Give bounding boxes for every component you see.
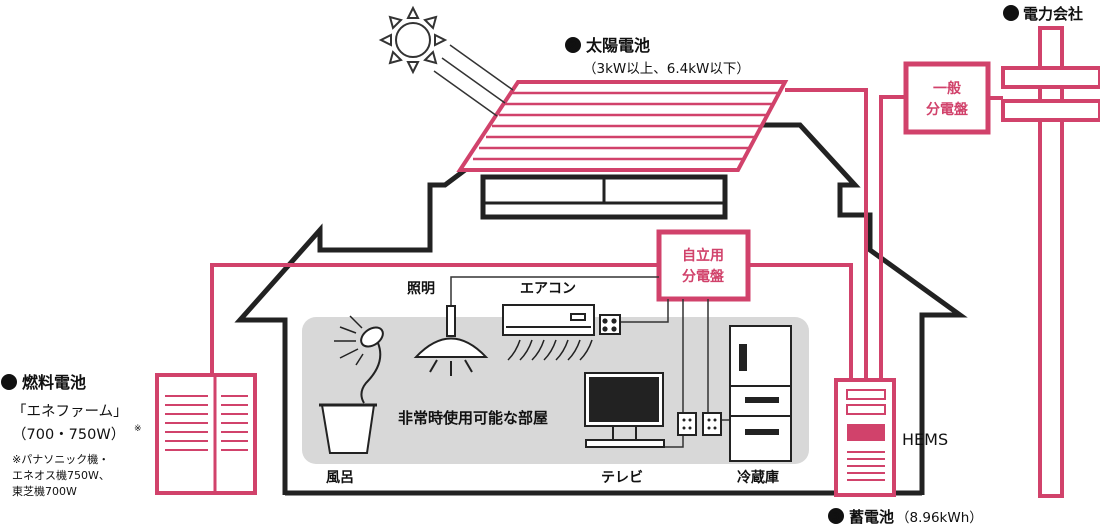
number-badge-1 xyxy=(1,374,17,390)
solar-spec: （3kW以上、6.4kW以下） xyxy=(583,61,750,77)
battery-title: 蓄電池 xyxy=(849,508,894,526)
lamp-icon xyxy=(413,305,489,376)
general-panel-label-1: 一般 xyxy=(933,80,961,97)
fuelcell-note-2: エネオス機750W、 xyxy=(12,468,110,482)
sun-rays xyxy=(433,44,514,117)
general-panel-label-2: 分電盤 xyxy=(926,101,969,118)
room-label: 非常時使用可能な部屋 xyxy=(398,409,548,427)
general-distribution-panel xyxy=(903,61,991,135)
badge-1-text: 1 xyxy=(5,376,13,389)
fridge-icon xyxy=(729,325,792,462)
badge-2-text: 2 xyxy=(569,39,577,52)
fuelcell-spec: （700・750W） xyxy=(12,426,125,443)
aircon-label: エアコン xyxy=(520,281,576,297)
storage-battery-unit xyxy=(834,378,896,497)
fuelcell-note-1: ※パナソニック機・ xyxy=(12,452,109,466)
fridge-label: 冷蔵庫 xyxy=(737,469,779,486)
hems-label: HEMS xyxy=(902,430,948,449)
battery-spec: （8.96kWh） xyxy=(896,510,983,526)
solar-title: 太陽電池 xyxy=(585,36,650,55)
sun-icon xyxy=(378,5,448,75)
power-company-label: 電力会社 xyxy=(1023,5,1083,23)
number-badge-4 xyxy=(1003,5,1019,21)
tv-label: テレビ xyxy=(601,470,643,486)
pink-wires xyxy=(210,88,906,380)
outlet-holes xyxy=(682,418,717,430)
bath-label: 風呂 xyxy=(326,470,354,486)
tv-icon xyxy=(584,372,665,448)
solar-panel xyxy=(456,80,789,172)
independent-distribution-panel xyxy=(656,229,751,302)
fuelcell-mark: ※ xyxy=(134,424,142,434)
indep-panel-label-1: 自立用 xyxy=(682,247,724,264)
lighting-label: 照明 xyxy=(407,281,435,297)
aircon-icon xyxy=(502,304,621,361)
bath-icon xyxy=(319,315,384,454)
badge-3-text: 3 xyxy=(832,510,840,523)
number-badge-3 xyxy=(828,508,844,524)
fuelcell-name: 「エネファーム」 xyxy=(12,403,128,420)
badge-4-text: 4 xyxy=(1007,7,1015,20)
power-pole xyxy=(1001,26,1100,498)
fuelcell-note-3: 東芝機700W xyxy=(12,484,77,498)
indep-panel-label-2: 分電盤 xyxy=(682,268,725,285)
number-badge-2 xyxy=(565,37,581,53)
outlet-icon xyxy=(677,412,722,436)
fuelcell-title: 燃料電池 xyxy=(22,373,86,392)
fuel-cell-unit xyxy=(155,373,257,495)
